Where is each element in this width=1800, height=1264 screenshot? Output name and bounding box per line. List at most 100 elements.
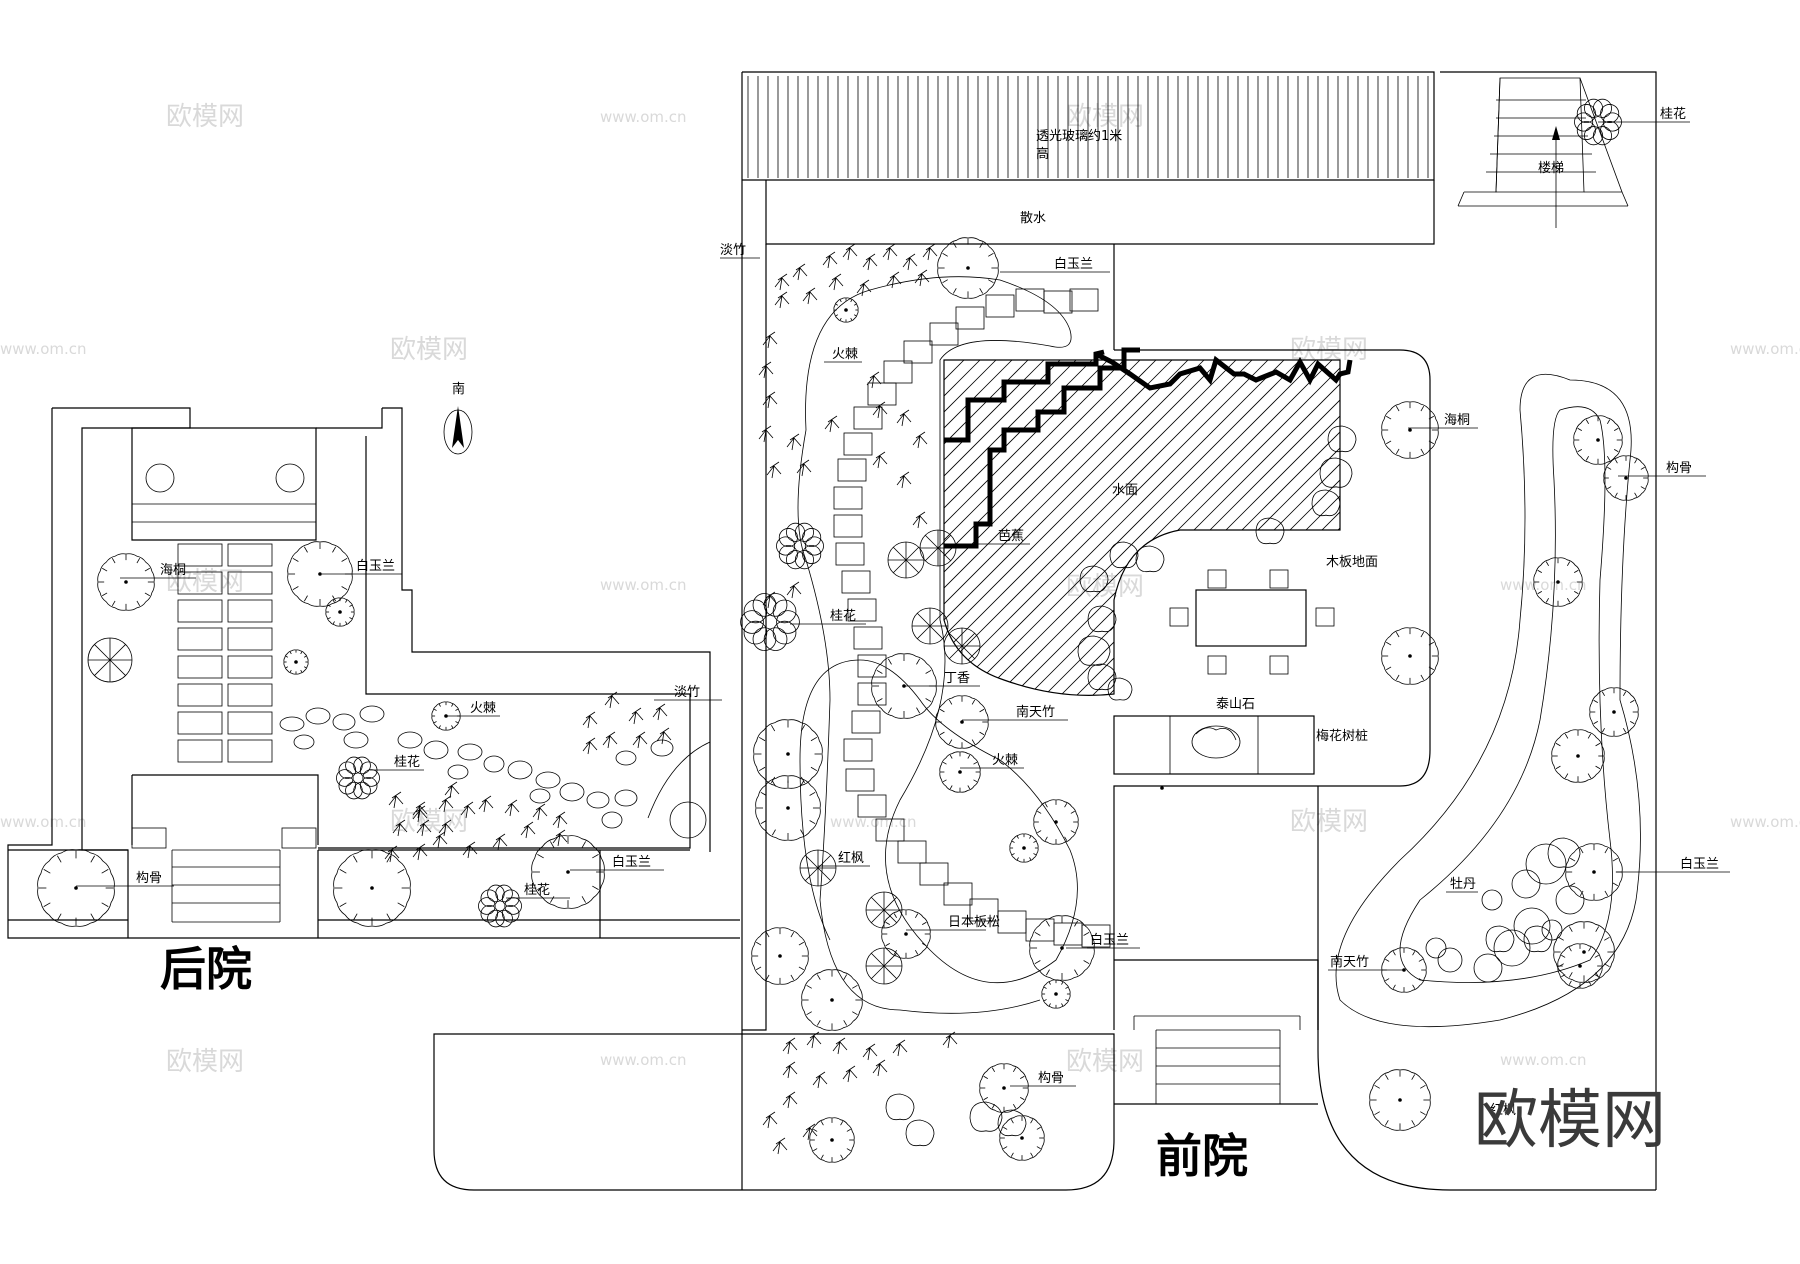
bamboo-icon [942, 1031, 958, 1049]
stepping-stone [875, 818, 905, 842]
stepping-stone [985, 294, 1015, 318]
stepping-stone [853, 626, 883, 650]
bamboo-icon [802, 287, 818, 305]
osmanthus-icon [478, 884, 522, 928]
bamboo-icon [520, 821, 536, 839]
japanese-pine-label: 日本板松 [948, 915, 1000, 930]
bamboo-icon [492, 833, 508, 851]
shrub-icon [1160, 786, 1164, 790]
magnolia-icon [937, 237, 999, 299]
bamboo-icon [882, 243, 898, 261]
osmanthus-icon [1574, 98, 1622, 146]
bamboo-icon [806, 1031, 822, 1049]
tree-icon [751, 927, 809, 985]
paulownia-icon [1381, 627, 1439, 685]
shrub-icon [1009, 833, 1039, 863]
shrub-icon [1557, 943, 1603, 989]
bamboo-icon [438, 795, 454, 813]
nandina-icon [935, 695, 989, 749]
shrub-icon [865, 891, 903, 929]
bamboo-icon [460, 801, 476, 819]
magnolia-icon [1565, 843, 1623, 901]
holly-icon [979, 1063, 1029, 1113]
shrub-icon [1041, 979, 1071, 1009]
banana-icon [887, 541, 925, 579]
shrub-icon [1551, 729, 1605, 783]
shrub-icon [325, 597, 355, 627]
firethorn-label: 火棘 [470, 701, 496, 716]
paulownia-label: 海桐 [160, 563, 186, 578]
bamboo-icon [432, 831, 448, 849]
rock-icon [885, 1093, 915, 1121]
rock-icon [1077, 635, 1111, 666]
bamboo-icon [412, 801, 428, 819]
paulownia-label: 海桐 [1444, 413, 1470, 428]
stepping-stone [883, 360, 913, 384]
bamboo-icon [842, 243, 858, 261]
front-yard: 透光玻璃约1米 高 散水 楼梯 水面 木板地面 [433, 71, 1657, 1191]
white-magnolia-label: 白玉兰 [1680, 856, 1719, 872]
watermark-url: www.om.cn [1730, 813, 1800, 831]
rock-icon [1485, 925, 1515, 953]
white-magnolia-label: 白玉兰 [612, 854, 651, 870]
bamboo-icon [812, 1071, 828, 1089]
holly-icon [333, 849, 411, 927]
magnolia-icon [531, 835, 605, 909]
bamboo-icon [796, 459, 812, 477]
stepping-stone [943, 882, 973, 906]
stepping-stone [1081, 924, 1111, 948]
bamboo-icon [388, 791, 404, 809]
stone-planters [1113, 715, 1315, 775]
stepping-stone [897, 840, 927, 864]
stepping-stones [833, 288, 1111, 948]
bamboo-icon [412, 843, 428, 861]
tree-icon [1369, 1069, 1431, 1131]
rock-icon [1255, 517, 1285, 545]
paving-grid [177, 543, 273, 763]
tree-icon [801, 969, 863, 1031]
back-yard-title: 后院 [160, 942, 252, 996]
bamboo-icon [438, 819, 454, 837]
bamboo-icon [604, 691, 620, 709]
white-magnolia-label: 白玉兰 [1054, 256, 1093, 272]
bamboo-icon [922, 243, 938, 261]
step-block [281, 827, 317, 849]
osmanthus-label: 桂花 [394, 754, 420, 770]
bamboo-icon [762, 391, 778, 409]
bamboo-icon [762, 1111, 778, 1129]
red-maple-label: 红枫 [1490, 1102, 1516, 1118]
bamboo-icon [656, 727, 672, 745]
dining-set [1169, 569, 1335, 675]
osmanthus-label: 桂花 [830, 608, 856, 624]
red-maple-label: 红枫 [838, 850, 864, 866]
tree-icon [809, 1117, 855, 1163]
bamboo-icon [856, 279, 872, 297]
watermark-url: www.om.cn [600, 1051, 687, 1069]
shrub-icon [1589, 687, 1639, 737]
lilac-label: 丁香 [944, 671, 970, 686]
stepping-stone [851, 710, 881, 734]
stepping-stone [833, 486, 863, 510]
rock-icon [1087, 605, 1117, 633]
drain-label: 散水 [1020, 211, 1046, 226]
rock-icon [1547, 837, 1581, 868]
planter-icon [145, 463, 175, 493]
bamboo-icon [872, 401, 888, 419]
rock-icon [997, 1109, 1027, 1137]
shrub-icon [283, 649, 309, 675]
watermark-url: www.om.cn [600, 108, 687, 126]
stepping-stone [841, 570, 871, 594]
deck-label: 木板地面 [1326, 555, 1378, 570]
bamboo-icon [828, 273, 844, 291]
bamboo-icon [822, 251, 838, 269]
glass-wall-label-cont: 高 [1036, 146, 1049, 162]
firethorn-label: 火棘 [992, 753, 1018, 768]
glass-wall-hatch [747, 76, 1429, 178]
bamboo-icon [802, 1123, 818, 1141]
rock-icon [1327, 425, 1357, 453]
stepping-stone [845, 768, 875, 792]
bamboo-icon [862, 253, 878, 271]
osmanthus-icon [740, 593, 800, 651]
compass-label: 南 [452, 381, 465, 397]
bamboo-icon [652, 703, 668, 721]
